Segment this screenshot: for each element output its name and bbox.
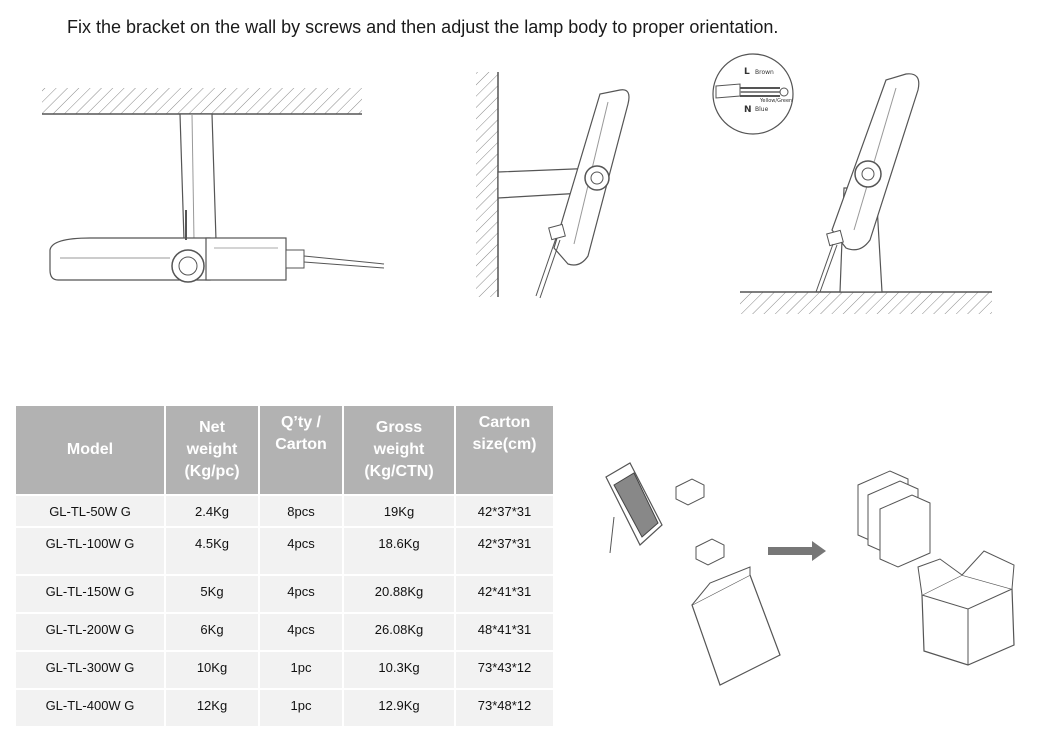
cell-gross-weight: 26.08Kg [342,612,456,652]
cell-qty: 4pcs [258,612,344,652]
cell-net-weight: 2.4Kg [164,494,260,528]
cell-qty: 1pc [258,688,344,728]
header-gross-weight: Gross weight (Kg/CTN) [342,404,456,496]
wiring-label-l: L [744,67,750,77]
cell-gross-weight: 20.88Kg [342,574,456,614]
wiring-label-blue: Blue [755,106,769,113]
wiring-diagram-inset: L Brown Yellow/Green N Blue [712,53,794,135]
table-header-row: Model Net weight (Kg/pc) Q’ty / Carton G… [14,404,555,496]
cell-model: GL-TL-150W G [14,574,166,614]
table-row: GL-TL-400W G 12Kg 1pc 12.9Kg 73*48*12 [14,688,555,728]
header-qty-carton: Q’ty / Carton [258,404,344,496]
cell-gross-weight: 10.3Kg [342,650,456,690]
table-row: GL-TL-100W G 4.5Kg 4pcs 18.6Kg 42*37*31 [14,526,555,576]
table-row: GL-TL-300W G 10Kg 1pc 10.3Kg 73*43*12 [14,650,555,690]
cell-carton-size: 48*41*31 [454,612,555,652]
cell-gross-weight: 12.9Kg [342,688,456,728]
header-model: Model [14,404,166,496]
table-row: GL-TL-200W G 6Kg 4pcs 26.08Kg 48*41*31 [14,612,555,652]
cell-gross-weight: 19Kg [342,494,456,528]
table-row: GL-TL-150W G 5Kg 4pcs 20.88Kg 42*41*31 [14,574,555,614]
wiring-label-brown: Brown [755,69,774,76]
cell-carton-size: 73*48*12 [454,688,555,728]
packing-illustration [605,462,1015,686]
cell-qty: 4pcs [258,526,344,576]
specification-table: Model Net weight (Kg/pc) Q’ty / Carton G… [14,404,555,728]
lamp-unit-drawing [605,462,663,554]
cell-net-weight: 5Kg [164,574,260,614]
cell-net-weight: 6Kg [164,612,260,652]
cell-net-weight: 12Kg [164,688,260,728]
wiring-label-yellow-green: Yellow/Green [759,98,792,104]
floor-mount-illustration [740,73,992,314]
cell-carton-size: 73*43*12 [454,650,555,690]
cell-model: GL-TL-50W G [14,494,166,528]
wall-mount-illustration [476,72,630,299]
cell-qty: 1pc [258,650,344,690]
ceiling-mount-illustration [42,88,385,283]
table-row: GL-TL-50W G 2.4Kg 8pcs 19Kg 42*37*31 [14,494,555,528]
arrow-right-icon [768,541,826,561]
cell-carton-size: 42*37*31 [454,526,555,576]
cell-model: GL-TL-200W G [14,612,166,652]
cell-carton-size: 42*37*31 [454,494,555,528]
instruction-text: Fix the bracket on the wall by screws an… [67,17,779,37]
cell-net-weight: 10Kg [164,650,260,690]
cell-gross-weight: 18.6Kg [342,526,456,576]
cell-model: GL-TL-300W G [14,650,166,690]
header-net-weight: Net weight (Kg/pc) [164,404,260,496]
cell-model: GL-TL-100W G [14,526,166,576]
header-carton-size: Carton size(cm) [454,404,555,496]
cell-net-weight: 4.5Kg [164,526,260,576]
cell-qty: 4pcs [258,574,344,614]
wiring-label-n: N [744,105,752,115]
cell-model: GL-TL-400W G [14,688,166,728]
cell-qty: 8pcs [258,494,344,528]
cell-carton-size: 42*41*31 [454,574,555,614]
